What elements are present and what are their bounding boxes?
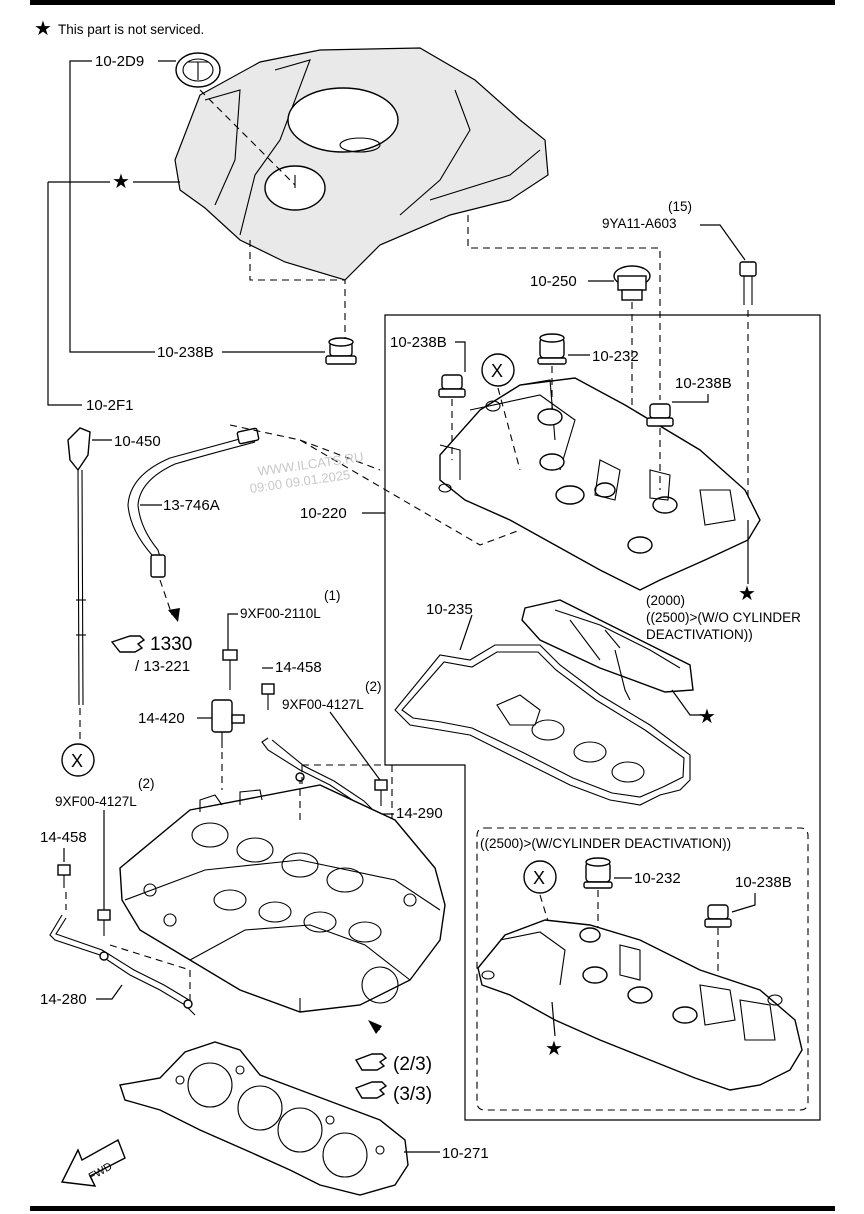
label-10-238B-sub: 10-238B bbox=[735, 874, 792, 891]
ref-hand-icon-1330 bbox=[110, 635, 146, 653]
oil-filler-cap-10-250 bbox=[613, 265, 651, 301]
bolt-9XF00-4127L-left bbox=[97, 909, 111, 936]
label-10-220: 10-220 bbox=[300, 505, 347, 522]
star-icon-sub: ★ bbox=[545, 1038, 563, 1060]
legend-note: This part is not serviced. bbox=[58, 22, 204, 37]
label-9XF00-4127L-left: 9XF00-4127L bbox=[55, 794, 137, 809]
note-2500-wo: ((2500)>(W/O CYLINDER bbox=[646, 610, 801, 625]
label-10-2F1: 10-2F1 bbox=[86, 397, 134, 414]
label-10-271: 10-271 bbox=[442, 1145, 489, 1162]
star-icon: ★ bbox=[112, 171, 130, 193]
oil-control-valve-14-420 bbox=[211, 699, 245, 748]
cover-gasket-10-235 bbox=[394, 644, 691, 806]
cylinder-deactivation-subframe bbox=[476, 827, 809, 1111]
bolt-14-458-top bbox=[261, 683, 275, 710]
qty-1: (1) bbox=[324, 588, 341, 603]
bolt-9XF00-4127L-right bbox=[374, 779, 388, 806]
bolt-9YA11-A603 bbox=[739, 261, 757, 305]
label-14-458-left: 14-458 bbox=[40, 829, 87, 846]
label-10-2D9: 10-2D9 bbox=[95, 53, 144, 70]
dipstick-tube bbox=[127, 427, 260, 578]
note-deactivation: DEACTIVATION)) bbox=[646, 627, 753, 642]
marker-x-left-label: X bbox=[71, 751, 83, 771]
ref-hand-icon-2-3 bbox=[354, 1053, 388, 1071]
qty-2b: (2) bbox=[138, 776, 155, 791]
valve-cover-frame bbox=[384, 314, 821, 1121]
label-14-280: 14-280 bbox=[40, 991, 87, 1008]
label-14-420: 14-420 bbox=[138, 710, 185, 727]
bolt-9XF00-2110L bbox=[222, 649, 238, 690]
bolt-14-458-left bbox=[57, 864, 71, 888]
ref-3-3: (3/3) bbox=[393, 1084, 432, 1105]
ref-hand-icon-3-3 bbox=[354, 1081, 388, 1099]
label-9XF00-4127L-top: 9XF00-4127L bbox=[282, 697, 364, 712]
oil-dipstick bbox=[67, 427, 91, 706]
oil-filler-emblem bbox=[175, 52, 221, 88]
grommet-10-238B-right bbox=[646, 403, 674, 427]
label-14-458-top: 14-458 bbox=[275, 659, 322, 676]
label-10-238B-left: 10-238B bbox=[390, 334, 447, 351]
marker-x-top bbox=[481, 353, 515, 387]
label-10-235: 10-235 bbox=[426, 601, 473, 618]
marker-x-top-label: X bbox=[491, 361, 503, 381]
marker-x-sub-label: X bbox=[533, 868, 545, 888]
cylinder-head-cover-2000 bbox=[438, 377, 761, 591]
fwd-arrow-icon bbox=[60, 1138, 126, 1187]
ref-13-221: / 13-221 bbox=[135, 658, 190, 675]
cylinder-head bbox=[119, 784, 446, 1013]
star-icon-baffle: ★ bbox=[698, 706, 716, 728]
cylinder-head-cover-2500 bbox=[477, 919, 803, 1091]
marker-x-sub bbox=[523, 860, 557, 894]
legend-star-icon: ★ bbox=[34, 18, 52, 40]
note-2500-w: ((2500)>(W/CYLINDER DEACTIVATION)) bbox=[480, 836, 731, 851]
qty-15: (15) bbox=[668, 199, 692, 214]
star-icon-cover: ★ bbox=[738, 583, 756, 605]
label-10-238B-right: 10-238B bbox=[675, 375, 732, 392]
baffle-plate bbox=[521, 599, 694, 701]
label-10-250: 10-250 bbox=[530, 273, 577, 290]
label-10-238B-cover: 10-238B bbox=[157, 344, 214, 361]
grommet-10-238B-left bbox=[438, 374, 466, 398]
label-13-746A: 13-746A bbox=[163, 497, 220, 514]
top-border bbox=[30, 0, 835, 5]
note-2000: (2000) bbox=[646, 593, 685, 608]
marker-x-left bbox=[61, 743, 95, 777]
ref-1330: 1330 bbox=[150, 634, 192, 655]
bottom-border bbox=[30, 1206, 835, 1211]
label-9XF00-2110L: 9XF00-2110L bbox=[240, 606, 321, 621]
grommet-10-238B-sub bbox=[704, 904, 732, 928]
harness-bracket-14-280 bbox=[49, 914, 196, 1016]
spark-plug-seal-10-232-sub bbox=[583, 857, 613, 889]
label-10-450: 10-450 bbox=[114, 433, 161, 450]
grommet-10-238B bbox=[325, 337, 357, 365]
qty-2a: (2) bbox=[365, 679, 382, 694]
engine-cover bbox=[174, 47, 549, 281]
label-10-232-top: 10-232 bbox=[592, 348, 639, 365]
label-9YA11-A603: 9YA11-A603 bbox=[602, 216, 677, 231]
spark-plug-seal-10-232 bbox=[537, 333, 567, 365]
ref-2-3: (2/3) bbox=[393, 1054, 432, 1075]
label-10-232-sub: 10-232 bbox=[634, 870, 681, 887]
label-14-290: 14-290 bbox=[396, 805, 443, 822]
